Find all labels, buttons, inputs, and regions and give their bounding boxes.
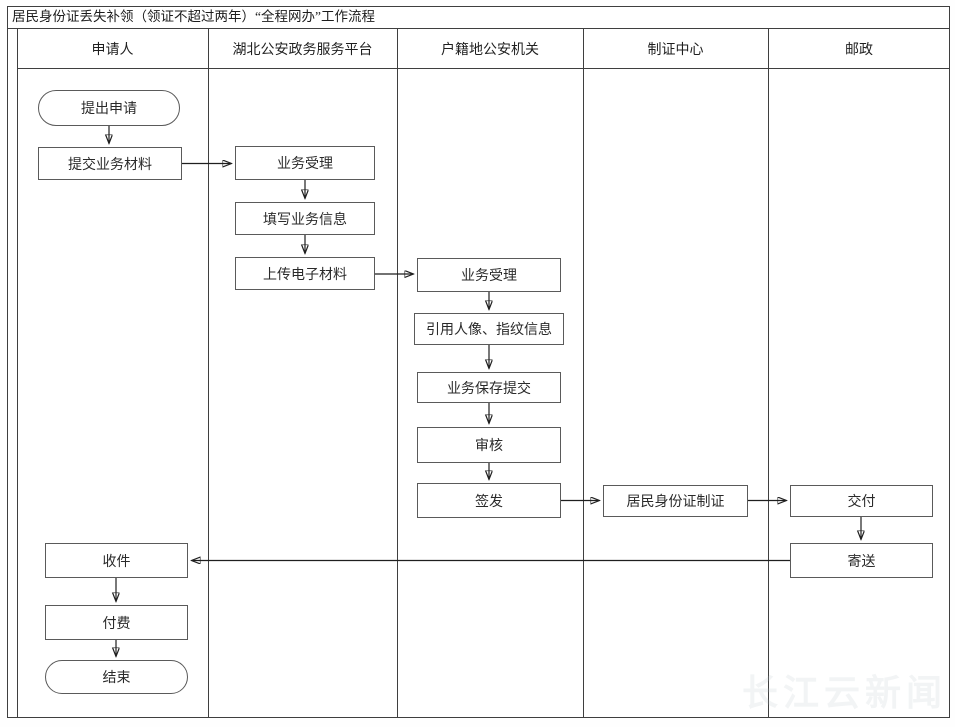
- node-start: 提出申请: [38, 90, 180, 126]
- node-save-submit: 业务保存提交: [417, 372, 561, 403]
- lane-header-platform: 湖北公安政务服务平台: [232, 42, 373, 58]
- node-mail-send: 寄送: [790, 543, 933, 578]
- lane-divider-4: [768, 29, 769, 718]
- lane-divider-2: [397, 29, 398, 718]
- node-upload-materials: 上传电子材料: [235, 257, 375, 290]
- lane-header-card-center: 制证中心: [647, 42, 704, 58]
- node-sign-issue: 签发: [417, 483, 561, 518]
- lane-header-applicant: 申请人: [91, 42, 134, 58]
- lane-divider-3: [583, 29, 584, 718]
- node-fill-info: 填写业务信息: [235, 202, 375, 235]
- lane-divider-1: [208, 29, 209, 718]
- lane-header-postal: 邮政: [845, 42, 873, 58]
- node-submit-materials: 提交业务材料: [38, 147, 182, 180]
- node-receive: 收件: [45, 543, 188, 578]
- node-pay: 付费: [45, 605, 188, 640]
- node-police-accept: 业务受理: [417, 258, 561, 292]
- node-deliver: 交付: [790, 485, 933, 517]
- node-end: 结束: [45, 660, 188, 694]
- node-card-production: 居民身份证制证: [603, 485, 748, 517]
- watermark-text: 长江云新闻: [742, 673, 948, 713]
- node-reference-biometrics: 引用人像、指纹信息: [414, 313, 564, 345]
- node-review: 审核: [417, 427, 561, 463]
- lane-header-rule: [17, 68, 950, 69]
- chart-title: 居民身份证丢失补领（领证不超过两年）“全程网办”工作流程: [7, 6, 950, 29]
- lane-strip-divider: [17, 29, 18, 718]
- lane-header-police: 户籍地公安机关: [441, 42, 539, 58]
- node-platform-accept: 业务受理: [235, 146, 375, 180]
